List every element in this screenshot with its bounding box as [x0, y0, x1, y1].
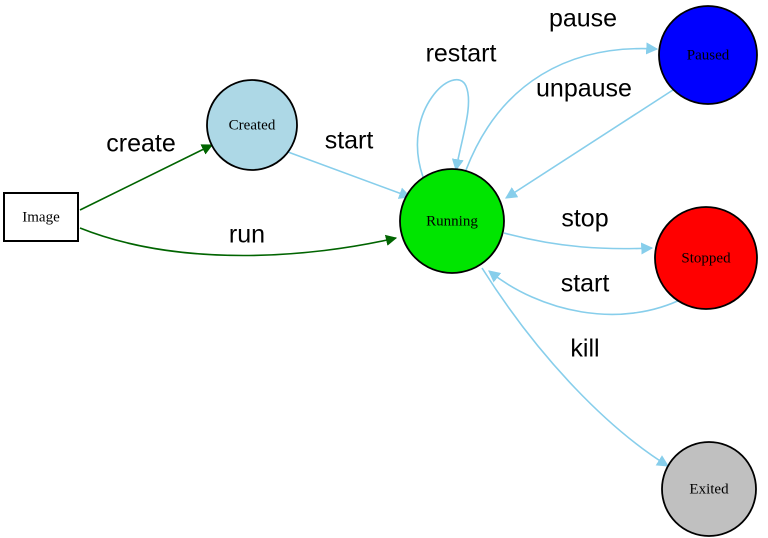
node-shape-image[interactable]: [3, 192, 79, 242]
node-running[interactable]: Running: [399, 168, 505, 274]
edge-label-kill: kill: [570, 335, 599, 363]
node-image[interactable]: Image: [3, 192, 79, 242]
node-shape-running[interactable]: [399, 168, 505, 274]
edge-label-start-created: start: [325, 127, 374, 155]
edge-create[interactable]: [79, 144, 214, 211]
node-shape-stopped[interactable]: [654, 206, 758, 310]
edge-label-unpause: unpause: [536, 75, 632, 103]
node-exited[interactable]: Exited: [661, 441, 757, 537]
node-shape-exited[interactable]: [661, 441, 757, 537]
edge-label-stop: stop: [561, 205, 608, 233]
edge-stop[interactable]: [503, 232, 654, 255]
edge-label-create: create: [106, 130, 175, 158]
edge-unpause[interactable]: [504, 87, 677, 199]
edges-layer: [79, 42, 685, 467]
edge-label-start-stopped: start: [561, 270, 610, 298]
edge-pause[interactable]: [465, 42, 659, 171]
edge-start-created[interactable]: [287, 151, 412, 199]
node-paused[interactable]: Paused: [658, 5, 758, 105]
node-shape-created[interactable]: [206, 79, 298, 171]
edge-label-run: run: [229, 221, 265, 249]
node-stopped[interactable]: Stopped: [654, 206, 758, 310]
edge-label-restart: restart: [426, 40, 497, 68]
edge-label-pause: pause: [549, 5, 617, 33]
node-shape-paused[interactable]: [658, 5, 758, 105]
node-created[interactable]: Created: [206, 79, 298, 171]
edge-labels-layer: create run start pause unpause restart stop sta…: [106, 5, 632, 363]
edge-restart[interactable]: [416, 79, 470, 178]
edge-kill[interactable]: [481, 267, 670, 467]
edge-start-stopped[interactable]: [488, 270, 685, 316]
edge-run[interactable]: [79, 227, 398, 257]
